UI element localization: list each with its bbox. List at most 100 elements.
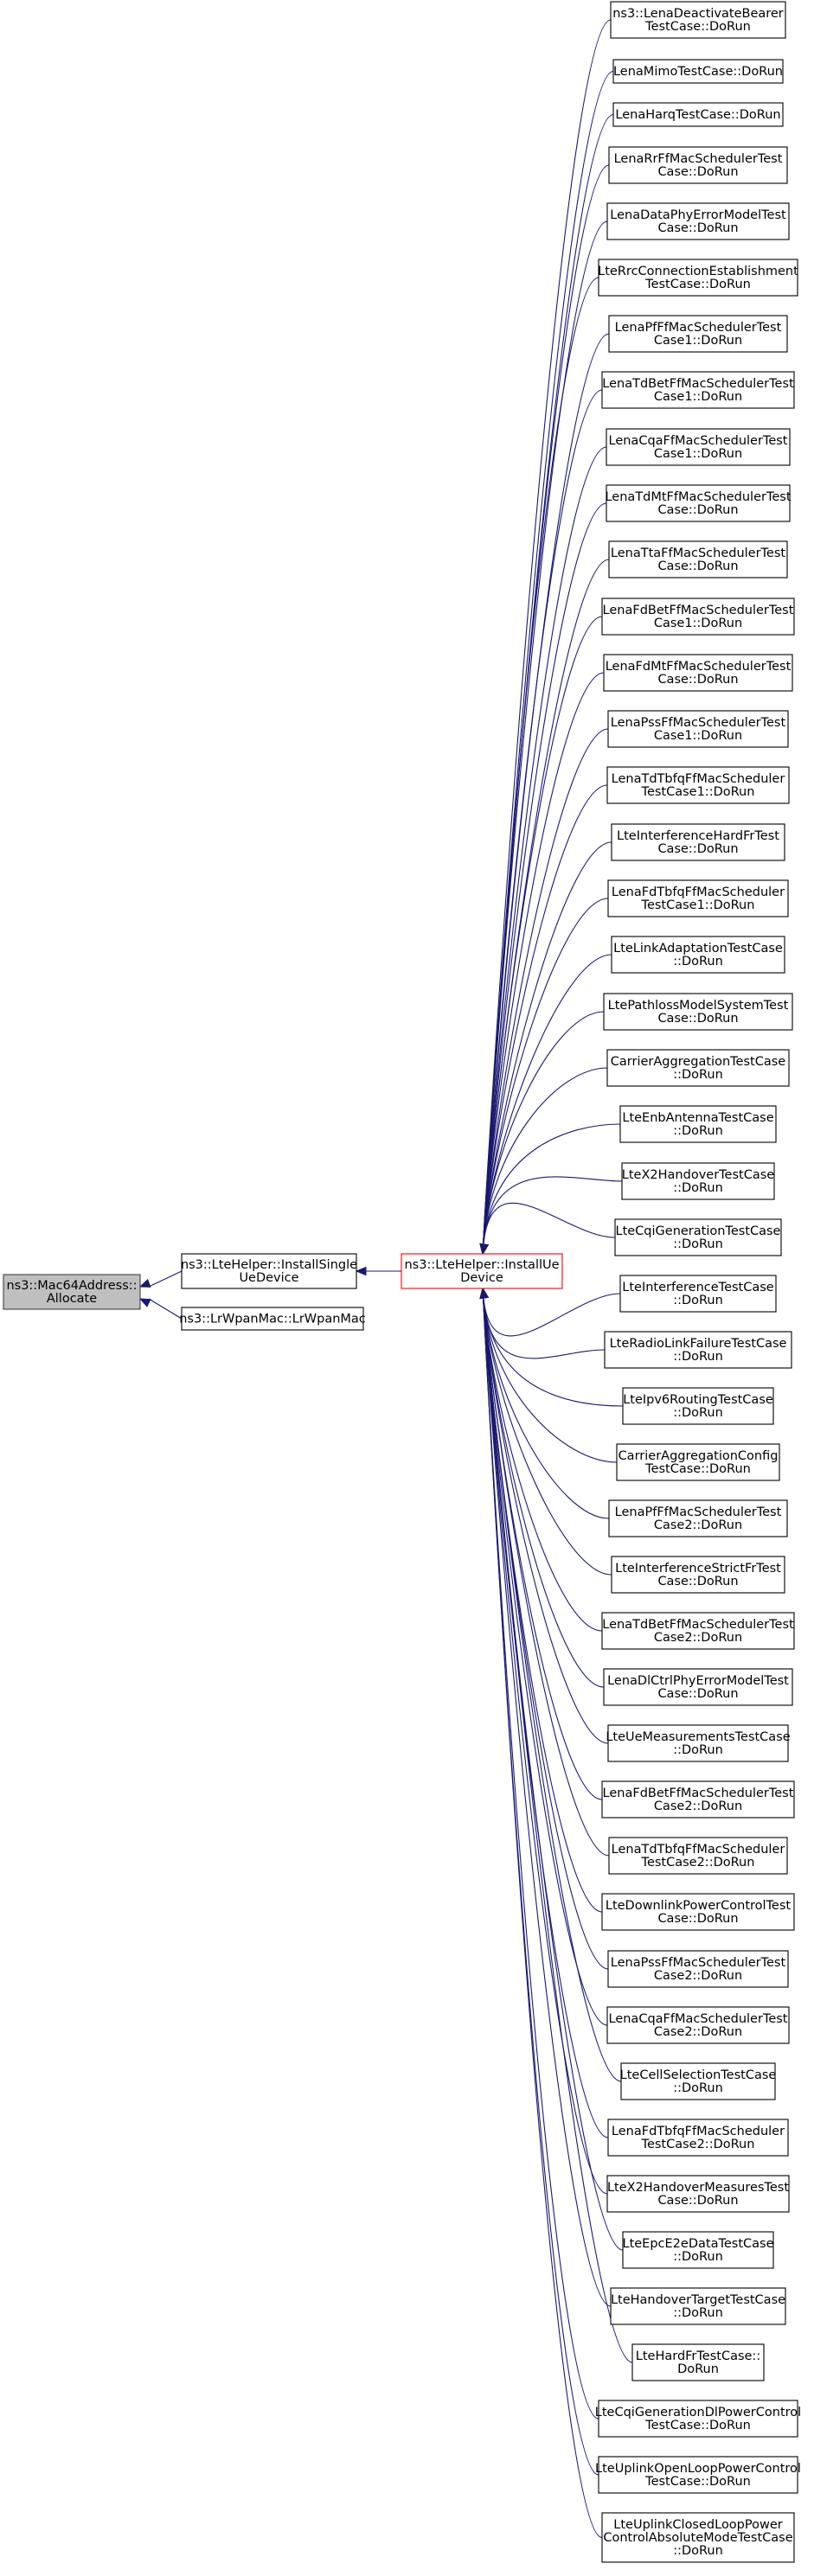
node-label-line: LteUeMeasurementsTestCase (606, 1730, 790, 1744)
node-c31[interactable]: LteUeMeasurementsTestCase::DoRun (606, 1724, 791, 1762)
node-c21[interactable]: LteX2HandoverTestCase::DoRun (621, 1162, 775, 1200)
node-label-line: Allocate (47, 1292, 97, 1306)
node-label-line: Case::DoRun (657, 221, 738, 235)
node-box (601, 371, 795, 409)
edge-c36-to-installue (482, 1288, 608, 2026)
node-box (611, 1556, 785, 1594)
node-label-line: Case2::DoRun (654, 1518, 742, 1532)
node-c20[interactable]: LteEnbAntennaTestCase::DoRun (619, 1105, 777, 1143)
edge-c41-to-installue (482, 1288, 612, 2307)
node-label-line: LenaPfFfMacSchedulerTest (615, 321, 782, 335)
node-c44[interactable]: LteUplinkOpenLoopPowerControlTestCase::D… (595, 2456, 801, 2494)
node-label-line: LteLinkAdaptationTestCase (613, 942, 783, 956)
edge-c17-to-installue (482, 954, 612, 1255)
node-c5[interactable]: LteRrcConnectionEstablishmentTestCase::D… (598, 259, 798, 297)
node-label-line: Case::DoRun (657, 1687, 738, 1701)
node-c17[interactable]: LteLinkAdaptationTestCase::DoRun (611, 936, 785, 974)
node-label-line: DoRun (677, 2362, 719, 2376)
node-label-line: LenaPssFfMacSchedulerTest (611, 1956, 786, 1970)
node-box (622, 2231, 774, 2269)
edge-c25-to-installue (482, 1288, 624, 1407)
node-label-line: Case::DoRun (657, 673, 738, 687)
node-label-line: LtePathlossModelSystemTest (608, 999, 789, 1013)
node-c42[interactable]: LteHardFrTestCase::DoRun (631, 2343, 765, 2381)
node-c45[interactable]: LteUplinkClosedLoopPowerControlAbsoluteM… (601, 2512, 795, 2563)
node-box (604, 1331, 792, 1369)
node-c43[interactable]: LteCqiGenerationDlPowerControlTestCase::… (595, 2400, 801, 2438)
node-c24[interactable]: LteRadioLinkFailureTestCase::DoRun (604, 1331, 792, 1369)
edge-installsingle-to-root (148, 1270, 183, 1288)
node-box (601, 598, 795, 636)
node-label-line: ::DoRun (673, 2081, 723, 2095)
node-lrwpan[interactable]: ns3::LrWpanMac::LrWpanMac (179, 1307, 366, 1331)
node-label-line: TestCase::DoRun (644, 278, 751, 291)
node-label-line: TestCase1::DoRun (641, 898, 755, 912)
node-c41[interactable]: LteHandoverTargetTestCase::DoRun (610, 2287, 786, 2325)
edge-c31-to-installue (482, 1288, 609, 1744)
edge-c33-to-installue (482, 1288, 610, 1857)
node-c37[interactable]: LteCellSelectionTestCase::DoRun (620, 2062, 777, 2100)
node-c25[interactable]: LteIpv6RoutingTestCase::DoRun (622, 1387, 774, 1425)
node-c22[interactable]: LteCqiGenerationTestCase::DoRun (614, 1218, 782, 1256)
node-root[interactable]: ns3::Mac64Address::Allocate (3, 1274, 141, 1310)
edge-c18-to-installue (482, 1011, 605, 1255)
node-box (607, 1950, 789, 1988)
node-label-line: LteCqiGenerationDlPowerControl (595, 2406, 801, 2419)
node-label-line: LenaHarqTestCase::DoRun (615, 108, 780, 122)
edge-c30-to-installue (482, 1288, 605, 1688)
node-label-line: Case::DoRun (657, 1575, 738, 1588)
node-label-line: LteCellSelectionTestCase (620, 2068, 777, 2082)
node-label-line: ::DoRun (673, 2306, 723, 2320)
node-label-line: LenaFdMtFfMacSchedulerTest (606, 660, 792, 674)
node-c40[interactable]: LteEpcE2eDataTestCase::DoRun (622, 2231, 774, 2269)
node-c19[interactable]: CarrierAggregationTestCase::DoRun (606, 1049, 790, 1087)
node-box (598, 2456, 798, 2494)
node-c2[interactable]: LenaHarqTestCase::DoRun (612, 102, 784, 127)
node-c1[interactable]: LenaMimoTestCase::DoRun (612, 59, 784, 84)
edge-c22-to-installue (482, 1202, 616, 1255)
node-box (612, 102, 784, 127)
edge-c26-to-installue (482, 1288, 618, 1463)
node-box (607, 2119, 789, 2157)
node-box (181, 1253, 357, 1289)
node-label-line: TestCase::DoRun (644, 1462, 751, 1476)
node-c23[interactable]: LteInterferenceTestCase::DoRun (619, 1275, 777, 1313)
node-label-line: Case::DoRun (657, 165, 738, 179)
node-box (608, 315, 788, 353)
node-label-line: UeDevice (239, 1271, 298, 1285)
node-label-line: LenaRrFfMacSchedulerTest (614, 152, 783, 166)
node-label-line: LenaTdMtFfMacSchedulerTest (605, 490, 791, 504)
edge-c8-to-installue (482, 446, 607, 1255)
node-box (606, 202, 790, 240)
node-label-line: Device (460, 1271, 503, 1285)
